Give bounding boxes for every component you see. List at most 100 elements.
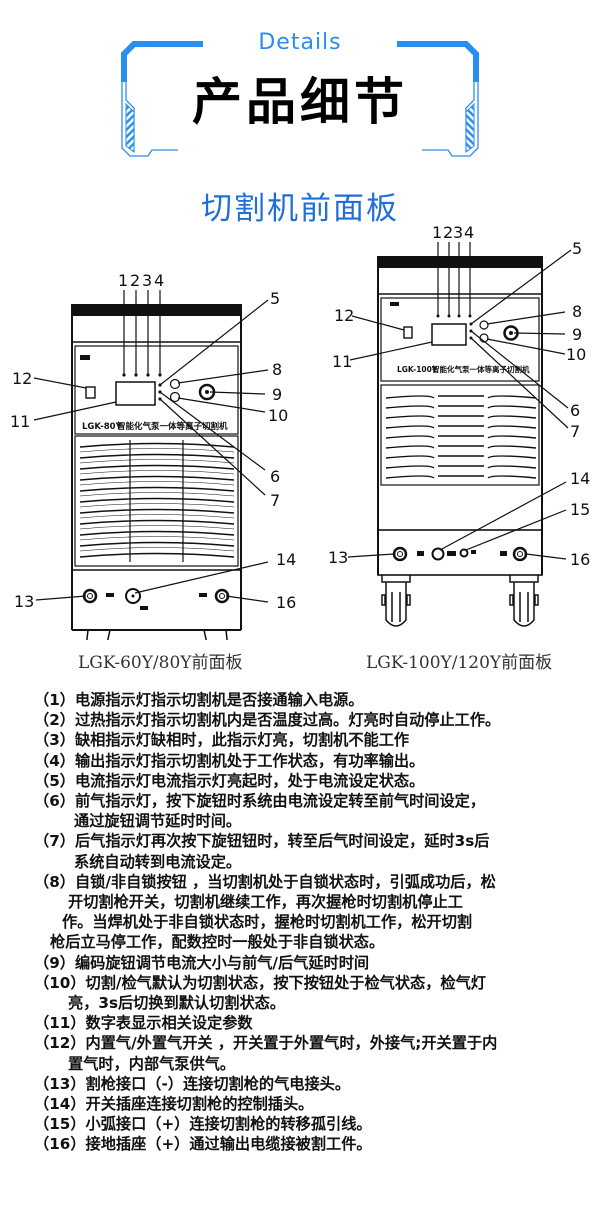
description-line: （13）割枪接口（-）连接切割枪的气电接头。 <box>34 1074 594 1094</box>
description-continuation: 开切割枪开关，切割机继续工作，再次握枪时切割机停止工 <box>68 893 463 912</box>
callout-11: 11 <box>332 352 352 371</box>
callout-14: 14 <box>276 550 296 569</box>
description-number: （16） <box>34 1135 86 1154</box>
description-item: （9）编码旋钮调节电流大小与前气/后气延时时间 <box>34 953 594 973</box>
description-line: （12）内置气/外置气开关 ，开关置于外置气时，外接气;开关置于内 <box>34 1033 594 1053</box>
panel-model-label: LGK-100Y <box>397 365 438 374</box>
front-panel-diagram-lgk-80y: LGK-80Y 智能化气泵一体等离子切割机 <box>10 271 296 640</box>
description-line: （10）切割/检气默认为切割状态，按下按钮处于检气状态，检气灯 <box>34 973 594 993</box>
description-text: 电流指示灯电流指示灯亮起时，处于电流设定状态。 <box>74 771 425 790</box>
description-line: （16）接地插座（+）通过输出电缆接被割工件。 <box>34 1134 594 1154</box>
bottom-panel <box>377 529 543 576</box>
description-number: （1） <box>34 691 75 709</box>
description-number: （5） <box>34 771 75 790</box>
description-item: （13）割枪接口（-）连接切割枪的气电接头。 <box>34 1074 594 1094</box>
description-text: 缺相指示灯缺相时，此指示灯亮，切割机不能工作 <box>74 731 410 750</box>
callout-9: 9 <box>272 385 282 404</box>
machine-top-bar <box>71 304 241 316</box>
callout-2: 2 <box>443 223 453 242</box>
description-item: （14）开关插座连接切割枪的控制插头。 <box>34 1094 594 1114</box>
control-panel <box>380 297 540 382</box>
caption-lgk-100y-120y: LGK-100Y/120Y前面板 <box>366 653 553 673</box>
header-frame-decoration <box>121 41 479 157</box>
description-continuation: 亮，3s后切换到默认切割状态。 <box>68 994 286 1013</box>
description-text: 过热指示灯指示切割机内是否温度过高。灯亮时自动停止工作。 <box>74 711 501 730</box>
description-number: （8） <box>34 872 75 891</box>
description-line: （7）后气指示灯再次按下旋钮钮时，转至后气时间设定，延时3s后 <box>34 831 594 851</box>
control-panel <box>74 345 239 435</box>
digital-display <box>431 323 467 346</box>
gas-switch <box>85 386 96 399</box>
description-number: （14） <box>34 1095 86 1114</box>
description-text: 数字表显示相关设定参数 <box>85 1014 253 1033</box>
description-number: （9） <box>34 953 75 972</box>
description-text: 小弧接口（+）连接切割枪的转移孤引线。 <box>85 1115 372 1134</box>
description-item: （6）前气指示灯，按下旋钮时系统由电流设定转至前气时间设定，通过旋钮调节延时时间… <box>34 791 594 831</box>
callout-13: 13 <box>328 548 348 567</box>
callout-16: 16 <box>276 593 296 612</box>
description-item: （5）电流指示灯电流指示灯亮起时，处于电流设定状态。 <box>34 771 594 791</box>
description-text: 前气指示灯，按下旋钮时系统由电流设定转至前气时间设定， <box>74 792 486 811</box>
pilot-arc-connector <box>459 548 469 558</box>
callout-14: 14 <box>570 469 590 488</box>
description-text: 接地插座（+）通过输出电缆接被割工件。 <box>85 1135 372 1154</box>
description-text: 开关插座连接切割枪的控制插头。 <box>85 1095 314 1114</box>
description-number: （10） <box>34 973 86 992</box>
left-bracket-icon <box>121 41 203 157</box>
description-number: （6） <box>34 792 75 811</box>
description-item: （7）后气指示灯再次按下旋钮钮时，转至后气时间设定，延时3s后系统自动转到电流设… <box>34 831 594 871</box>
description-continuation: 作。当焊机处于非自锁状态时，握枪时切割机工作，松开切割 <box>62 913 473 932</box>
ground-socket <box>512 546 528 562</box>
callout-5: 5 <box>572 239 582 258</box>
switch-socket <box>431 547 445 561</box>
description-text: 编码旋钮调节电流大小与前气/后气延时时间 <box>74 953 370 972</box>
description-line: （1）电源指示灯指示切割机是否接通输入电源。 <box>34 690 594 710</box>
foot-right <box>203 629 228 640</box>
machine-top-bar <box>377 256 543 268</box>
digital-display <box>115 381 156 406</box>
callout-9: 9 <box>572 325 582 344</box>
callout-3: 3 <box>453 223 463 242</box>
right-bracket-icon <box>397 41 479 157</box>
description-number: （13） <box>34 1074 86 1093</box>
description-number: （7） <box>34 832 75 851</box>
description-item: （4）输出指示灯指示切割机处于工作状态，有功率输出。 <box>34 751 594 771</box>
description-text: 内置气/外置气开关 ，开关置于外置气时，外接气;开关置于内 <box>85 1034 498 1053</box>
description-list: （1）电源指示灯指示切割机是否接通输入电源。（2）过热指示灯指示切割机内是否温度… <box>34 690 594 1155</box>
description-text: 后气指示灯再次按下旋钮钮时，转至后气时间设定，延时3s后 <box>74 832 490 851</box>
description-item: （3）缺相指示灯缺相时，此指示灯亮，切割机不能工作 <box>34 730 594 750</box>
vent-grille <box>74 435 239 567</box>
gas-switch <box>403 326 413 339</box>
callout-8: 8 <box>572 302 582 321</box>
description-number: （15） <box>34 1115 86 1134</box>
panel-model-label: LGK-80Y <box>82 422 123 432</box>
callout-13: 13 <box>14 592 34 611</box>
callout-7: 7 <box>570 422 580 441</box>
description-continuation: 枪后立马停工作，配数控时一般处于非自锁状态。 <box>50 933 385 952</box>
brand-logo <box>80 355 90 360</box>
callout-10: 10 <box>268 406 288 425</box>
callout-8: 8 <box>272 360 282 379</box>
callout-11: 11 <box>10 412 30 431</box>
description-line: （4）输出指示灯指示切割机处于工作状态，有功率输出。 <box>34 751 594 771</box>
callout-12: 12 <box>12 369 32 388</box>
callout-2: 2 <box>130 271 140 290</box>
page-title: 产品细节 <box>192 73 408 131</box>
description-text: 割枪接口（-）连接切割枪的气电接头。 <box>85 1074 351 1093</box>
description-number: （11） <box>34 1014 86 1033</box>
callout-5: 5 <box>270 289 280 308</box>
description-line: （15）小弧接口（+）连接切割枪的转移孤引线。 <box>34 1114 594 1134</box>
description-item: （11）数字表显示相关设定参数 <box>34 1013 594 1033</box>
callout-3: 3 <box>142 271 152 290</box>
callout-4: 4 <box>154 271 164 290</box>
description-item: （10）切割/检气默认为切割状态，按下按钮处于检气状态，检气灯亮，3s后切换到默… <box>34 973 594 1013</box>
description-line: （11）数字表显示相关设定参数 <box>34 1013 594 1033</box>
torch-connector <box>392 546 408 562</box>
description-item: （15）小弧接口（+）连接切割枪的转移孤引线。 <box>34 1114 594 1134</box>
description-text: 电源指示灯指示切割机是否接通输入电源。 <box>74 691 364 709</box>
description-item: （12）内置气/外置气开关 ，开关置于外置气时，外接气;开关置于内置气时，内部气… <box>34 1033 594 1073</box>
description-number: （3） <box>34 731 75 750</box>
caption-lgk-60y-80y: LGK-60Y/80Y前面板 <box>78 653 243 673</box>
description-line: （6）前气指示灯，按下旋钮时系统由电流设定转至前气时间设定， <box>34 791 594 811</box>
caster-right <box>509 575 539 627</box>
